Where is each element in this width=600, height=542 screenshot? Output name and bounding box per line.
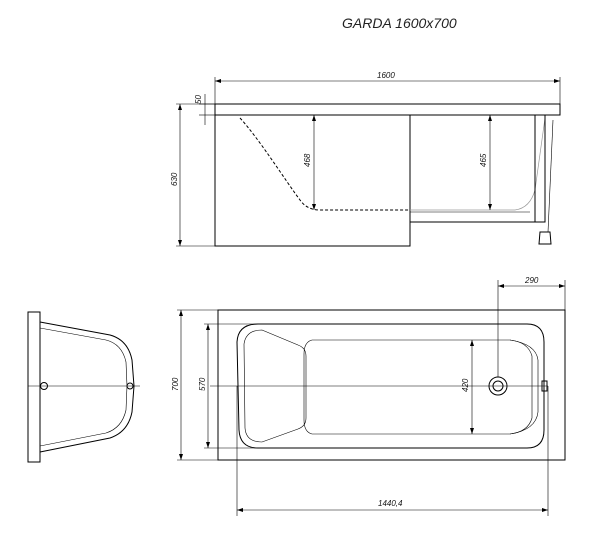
dim-465-label: 465 bbox=[479, 153, 488, 167]
dim-468-arrow-bottom bbox=[312, 204, 316, 210]
dim-700-arrow-bottom bbox=[179, 454, 183, 460]
dim-50-label: 50 bbox=[194, 95, 203, 104]
dim-420-label: 420 bbox=[461, 378, 470, 392]
dim-1440-label: 1440,4 bbox=[378, 499, 403, 508]
dim-468-label: 468 bbox=[303, 153, 312, 167]
dim-420-arrow-top bbox=[470, 340, 474, 346]
end-outer bbox=[27, 311, 41, 463]
dim-700-label: 700 bbox=[171, 377, 180, 391]
side-rim bbox=[214, 103, 561, 116]
plan-overflow bbox=[541, 380, 548, 392]
plan-headrest bbox=[243, 329, 307, 443]
dim-700-arrow-top bbox=[179, 310, 183, 316]
drawing-title: GARDA 1600x700 bbox=[342, 15, 457, 31]
plan-footwell bbox=[509, 339, 539, 435]
side-elevation-view: 1600 50 630 468 465 bbox=[170, 71, 561, 247]
dim-290-label: 290 bbox=[524, 276, 539, 285]
side-body bbox=[214, 115, 411, 247]
end-shell bbox=[39, 321, 135, 453]
side-inner-profile bbox=[239, 117, 410, 211]
dim-1600-arrow-right bbox=[554, 79, 560, 83]
dim-630-arrow-top bbox=[178, 104, 182, 110]
dim-465-arrow-top bbox=[488, 115, 492, 121]
plan-outer-rim bbox=[217, 309, 566, 461]
dim-290-arrow-right bbox=[559, 284, 565, 288]
dim-1600-arrow-left bbox=[215, 79, 221, 83]
dim-570-label: 570 bbox=[198, 377, 207, 391]
side-leg-frame bbox=[410, 115, 546, 223]
side-foot bbox=[538, 231, 552, 245]
dim-420-arrow-bottom bbox=[470, 428, 474, 434]
end-drain-icon bbox=[40, 382, 48, 390]
dim-630-arrow-bottom bbox=[178, 240, 182, 246]
side-leg-diagonal bbox=[547, 119, 554, 233]
end-overflow-icon bbox=[126, 382, 134, 390]
side-inner-profile-right bbox=[410, 117, 546, 211]
dim-1440-arrow-left bbox=[237, 508, 243, 512]
end-shell-inner bbox=[39, 327, 128, 447]
dim-465-arrow-bottom bbox=[488, 204, 492, 210]
dim-468-arrow-top bbox=[312, 115, 316, 121]
dim-1440-arrow-right bbox=[542, 508, 548, 512]
dim-1600-label: 1600 bbox=[377, 71, 395, 80]
top-plan-view: 290 700 570 420 1440,4 bbox=[171, 276, 566, 516]
dim-570-arrow-top bbox=[206, 324, 210, 330]
dim-290-arrow-left bbox=[498, 284, 504, 288]
end-view bbox=[27, 311, 140, 463]
plan-inner-basin bbox=[236, 323, 545, 449]
dim-570-arrow-bottom bbox=[206, 442, 210, 448]
dim-630-label: 630 bbox=[170, 172, 179, 186]
